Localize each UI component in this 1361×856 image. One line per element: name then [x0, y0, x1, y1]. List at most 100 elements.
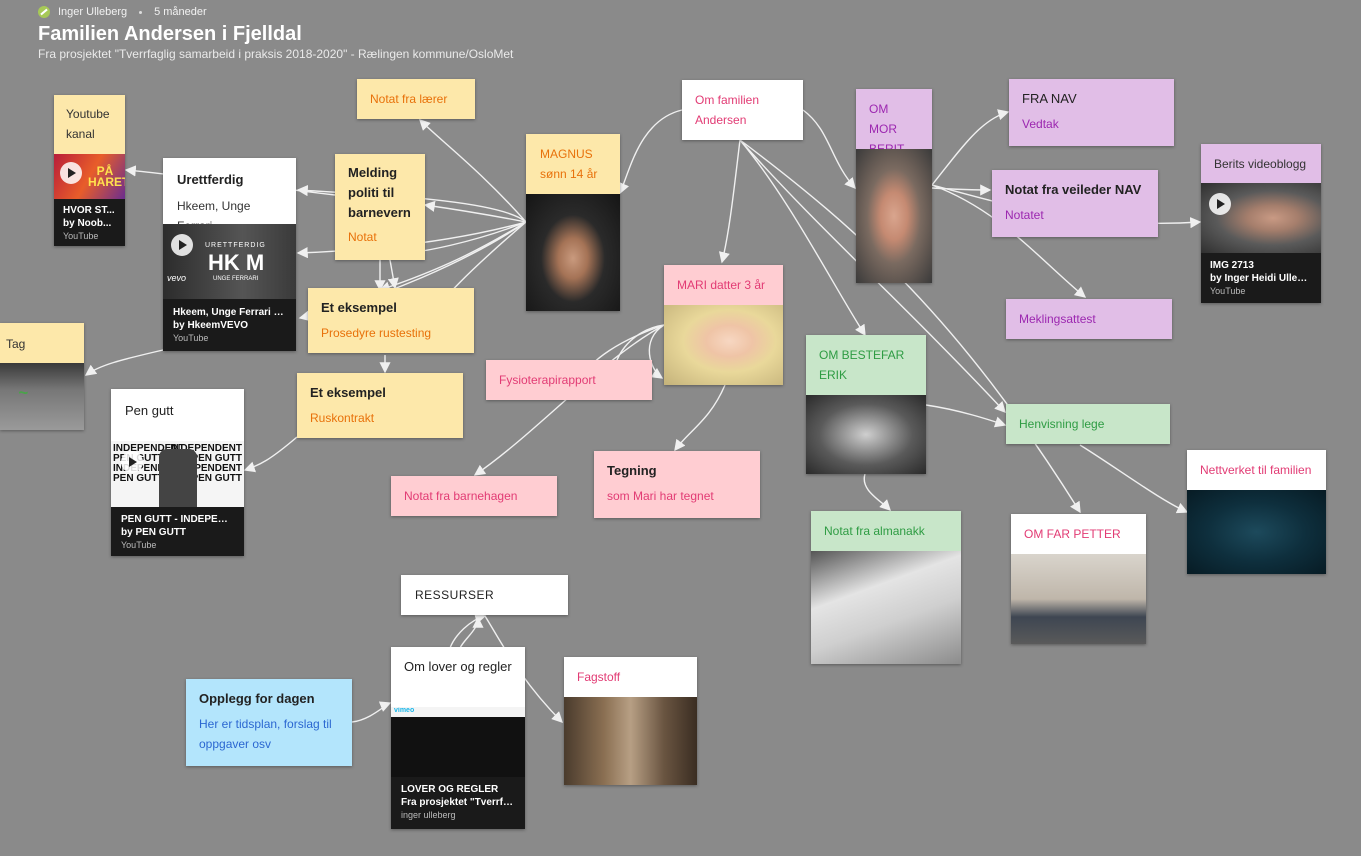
card-urettferdig[interactable]: Urettferdig Hkeem, Unge Ferrari URETTFER… [163, 158, 296, 351]
card-title: OM FAR PETTER [1011, 514, 1146, 554]
network-image [1187, 490, 1326, 574]
card-notat-nav[interactable]: Notat fra veileder NAV Notatet [992, 170, 1158, 237]
video-by: by Noob... [63, 218, 112, 229]
card-title: RESSURSER [415, 588, 495, 602]
video-source: YouTube [1210, 286, 1246, 296]
video-info: Hkeem, Unge Ferrari - ... by HkeemVEVO Y… [163, 299, 296, 351]
card-et-eksempel-1[interactable]: Et eksempel Prosedyre rustesting [308, 288, 474, 353]
graffiti-mark: ~ [18, 383, 28, 402]
card-berits-videoblogg[interactable]: Berits videoblogg IMG 2713 by Inger Heid… [1201, 144, 1321, 303]
padlet-logo-icon [38, 6, 50, 18]
photo-berit [856, 149, 932, 283]
card-om-familien[interactable]: Om familien Andersen [682, 80, 803, 140]
author-name[interactable]: Inger Ulleberg [58, 6, 128, 18]
play-icon[interactable] [171, 234, 193, 256]
photo-petter [1011, 554, 1146, 644]
card-fysio[interactable]: Fysioterapirapport [486, 360, 652, 400]
thumbnail-caption-2: UNGE FERRARI [213, 276, 259, 282]
board-meta: Inger Ulleberg 5 måneder [38, 4, 513, 20]
card-title: Notat fra barnehagen [404, 489, 518, 503]
card-ressurser[interactable]: RESSURSER [401, 575, 568, 615]
vimeo-logo: vimeo [394, 707, 415, 714]
video-name: PEN GUTT - INDEPEND... [121, 514, 234, 525]
video-name: Hkeem, Unge Ferrari - ... [173, 307, 286, 318]
card-magnus[interactable]: MAGNUS sønn 14 år [526, 134, 620, 311]
card-almanakk[interactable]: Notat fra almanakk [811, 511, 961, 664]
card-title: Fysioterapirapport [499, 373, 596, 387]
video-thumbnail[interactable]: vimeo [391, 707, 525, 777]
card-tegning[interactable]: Tegning som Mari har tegnet [594, 451, 760, 518]
card-youtube-kanal[interactable]: Youtube kanal PÅ HARET HVOR ST... by Noo… [54, 95, 125, 246]
card-header: Notat fra veileder NAV Notatet [992, 170, 1158, 235]
card-title: Opplegg for dagen [199, 691, 315, 706]
card-et-eksempel-2[interactable]: Et eksempel Ruskontrakt [297, 373, 463, 438]
card-title: Berits videoblogg [1201, 144, 1321, 183]
card-header: Et eksempel Prosedyre rustesting [308, 288, 474, 353]
card-mari[interactable]: MARI datter 3 år [664, 265, 783, 385]
card-subtitle: Vedtak [1022, 117, 1059, 131]
card-nettverket[interactable]: Nettverket til familien [1187, 450, 1326, 574]
card-fagstoff[interactable]: Fagstoff [564, 657, 697, 785]
card-header: Urettferdig Hkeem, Unge Ferrari [163, 158, 296, 233]
video-name: IMG 2713 [1210, 260, 1254, 271]
card-title: Notat fra almanakk [811, 511, 961, 551]
card-henvisning[interactable]: Henvisning lege [1006, 404, 1170, 444]
card-title: Notat fra veileder NAV [1005, 182, 1142, 197]
card-header: MAGNUS sønn 14 år [526, 134, 620, 194]
play-icon[interactable] [1209, 193, 1231, 215]
card-subtitle: Prosedyre rustesting [321, 326, 432, 340]
graffiti-image: ~ [0, 363, 84, 430]
card-far[interactable]: OM FAR PETTER [1011, 514, 1146, 644]
card-title: Pen gutt [125, 403, 174, 418]
video-by: Fra prosjektet "Tverrfag... [401, 797, 515, 808]
card-title: Tegning [607, 463, 657, 478]
card-melding[interactable]: Melding politi til barnevern Notat [335, 154, 425, 260]
card-tag[interactable]: Tag ~ [0, 323, 84, 430]
card-notat-laerer[interactable]: Notat fra lærer [357, 79, 475, 119]
video-thumbnail[interactable] [1201, 183, 1321, 253]
video-source: inger ulleberg [401, 810, 456, 820]
card-header: Et eksempel Ruskontrakt [297, 373, 463, 438]
card-opplegg[interactable]: Opplegg for dagen Her er tidsplan, forsl… [186, 679, 352, 766]
card-subtitle: Notat [348, 230, 377, 244]
thumbnail-caption: URETTFERDIG [205, 242, 266, 249]
card-fra-nav[interactable]: FRA NAV Vedtak [1009, 79, 1174, 146]
card-om-mor[interactable]: OM MOR BERIT [856, 89, 932, 283]
card-subtitle: Notatet [1005, 208, 1044, 222]
video-thumbnail[interactable]: PÅ HARET [54, 154, 125, 199]
card-notat-barnehagen[interactable]: Notat fra barnehagen [391, 476, 557, 516]
card-title: Om familien Andersen [695, 93, 760, 127]
video-info: HVOR ST... by Noob... YouTube [54, 199, 125, 246]
pen-writing-image [811, 551, 961, 664]
play-icon[interactable] [60, 162, 82, 184]
card-title: Tag [0, 323, 84, 363]
card-lover[interactable]: Om lover og regler vimeo LOVER OG REGLER… [391, 647, 525, 829]
post-age: 5 måneder [154, 6, 207, 18]
card-subtitle: Her er tidsplan, forslag til oppgaver os… [199, 717, 332, 751]
video-source: YouTube [63, 231, 99, 241]
card-title: Henvisning lege [1019, 417, 1105, 431]
card-header: Pen gutt [111, 389, 244, 441]
card-mekling[interactable]: Meklingsattest [1006, 299, 1172, 339]
card-title: Om lover og regler [404, 659, 512, 674]
play-icon[interactable] [121, 451, 143, 473]
card-title: FRA NAV [1022, 91, 1077, 106]
card-subtitle: Ruskontrakt [310, 411, 375, 425]
separator-dot-icon [139, 10, 143, 14]
card-title: Melding politi til barnevern [348, 165, 411, 220]
card-bestefar[interactable]: OM BESTEFAR ERIK [806, 335, 926, 474]
thumbnail-text: HK M [208, 250, 265, 275]
board-subtitle: Fra prosjektet "Tverrfaglig samarbeid i … [38, 47, 514, 61]
video-thumbnail[interactable]: URETTFERDIG HK M UNGE FERRARI vevo [163, 224, 296, 299]
books-image [564, 697, 697, 785]
photo-mari [664, 305, 783, 385]
card-header: Om lover og regler [391, 647, 525, 707]
card-title: Et eksempel [310, 385, 386, 400]
card-title: MARI datter 3 år [664, 265, 783, 305]
video-by: by HkeemVEVO [173, 320, 249, 331]
photo-magnus [526, 194, 620, 311]
card-header: FRA NAV Vedtak [1009, 79, 1174, 144]
